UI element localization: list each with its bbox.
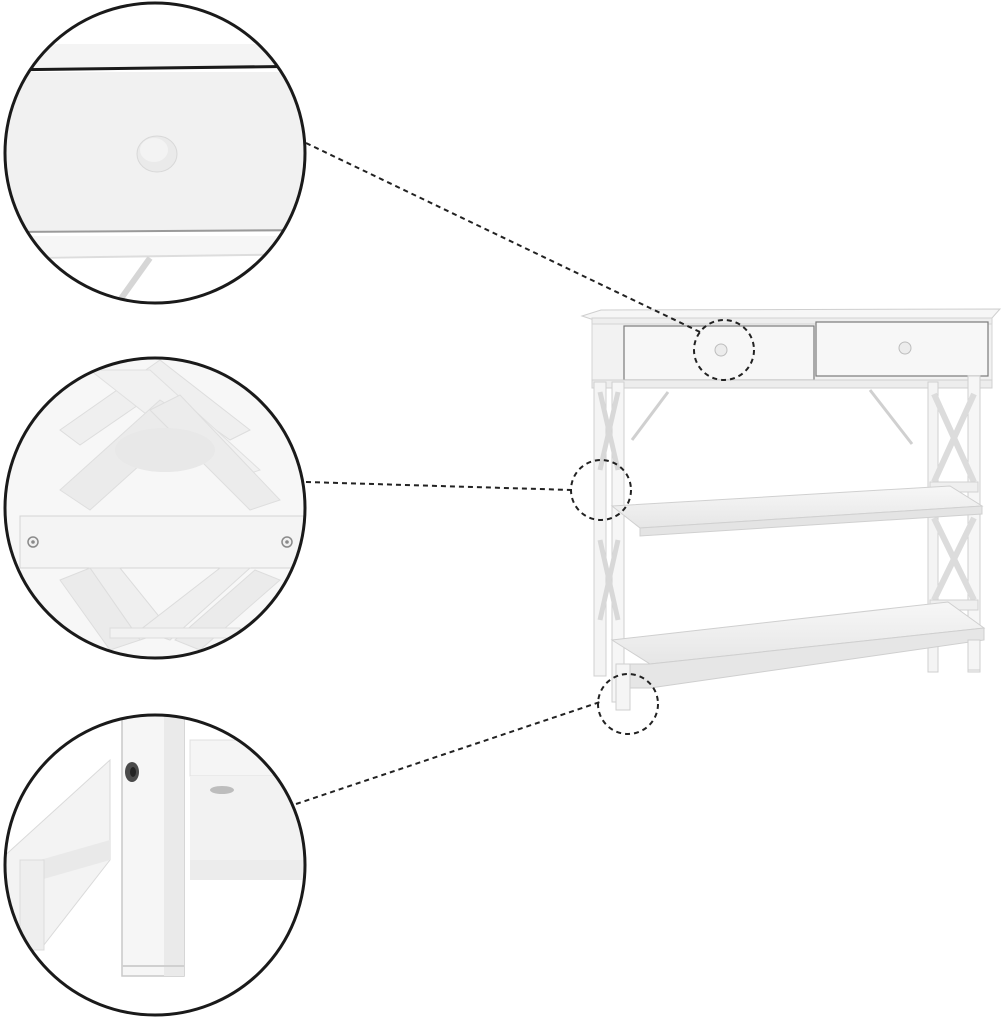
detail-leg-bottom [3,713,307,1017]
marker-leg-bottom [597,673,659,735]
callout-lines [295,142,701,805]
marker-drawer-knob [693,319,755,381]
drawer-left-knob [714,343,728,357]
detail-drawer-knob [3,1,307,305]
console-table [580,308,1002,711]
left-side-frame [593,381,625,703]
frame-rail [19,515,305,569]
detail-x-frame-joint [3,356,307,660]
drawer-right-knob [898,341,912,355]
